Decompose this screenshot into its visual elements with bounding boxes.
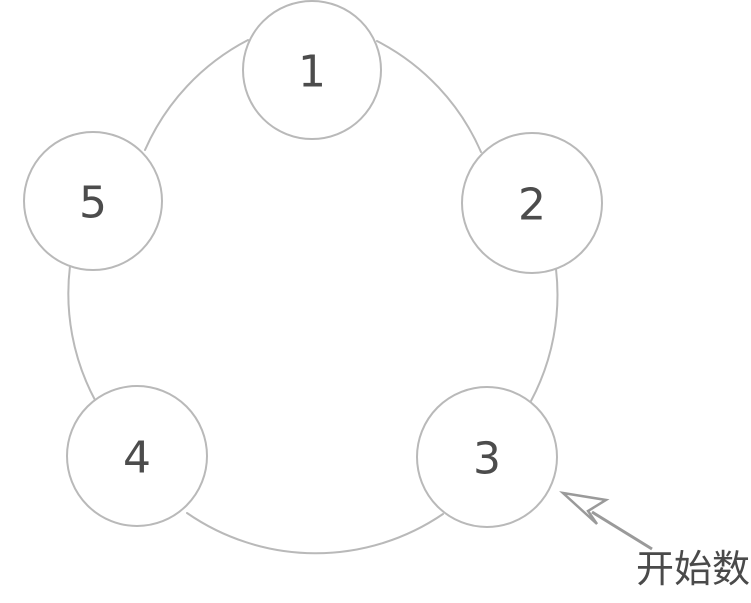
node-4-circle[interactable] <box>66 385 208 527</box>
node-3-circle[interactable] <box>416 386 558 528</box>
edge-1-to-2 <box>376 40 482 153</box>
start-annotation-label: 开始数 <box>636 547 751 591</box>
arrow-head-icon <box>559 491 610 525</box>
node-4[interactable]: 4 <box>66 385 208 527</box>
node-1-circle[interactable] <box>242 0 382 140</box>
edge-4-to-5 <box>67 265 96 401</box>
edge-3-to-4 <box>186 512 444 555</box>
node-group: 1 2 3 4 5 <box>23 0 603 528</box>
start-pointer-arrow <box>559 491 653 551</box>
node-2[interactable]: 2 <box>461 132 603 274</box>
edge-2-to-3 <box>530 268 559 402</box>
node-3[interactable]: 3 <box>416 386 558 528</box>
node-2-circle[interactable] <box>461 132 603 274</box>
edge-group <box>67 39 559 555</box>
node-3-label: 3 <box>473 434 501 485</box>
node-5-label: 5 <box>79 178 107 229</box>
node-5-circle[interactable] <box>23 131 163 271</box>
node-5[interactable]: 5 <box>23 131 163 271</box>
node-4-label: 4 <box>123 433 151 484</box>
edge-5-to-1 <box>144 39 249 151</box>
arrow-shaft <box>591 510 653 551</box>
node-1[interactable]: 1 <box>242 0 382 140</box>
node-2-label: 2 <box>518 180 546 231</box>
node-1-label: 1 <box>298 47 326 98</box>
